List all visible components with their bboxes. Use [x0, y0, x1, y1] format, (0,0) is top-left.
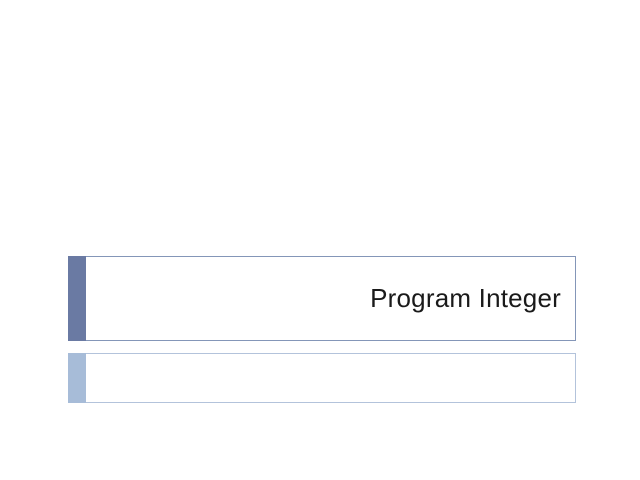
title-accent-bar: [68, 256, 86, 341]
subtitle-accent-bar: [68, 353, 86, 403]
subtitle-placeholder[interactable]: [68, 353, 576, 403]
subtitle-text-frame[interactable]: [86, 353, 576, 403]
title-placeholder[interactable]: Program Integer: [68, 256, 576, 341]
title-text-frame[interactable]: Program Integer: [86, 256, 576, 341]
page-title: Program Integer: [370, 283, 561, 314]
